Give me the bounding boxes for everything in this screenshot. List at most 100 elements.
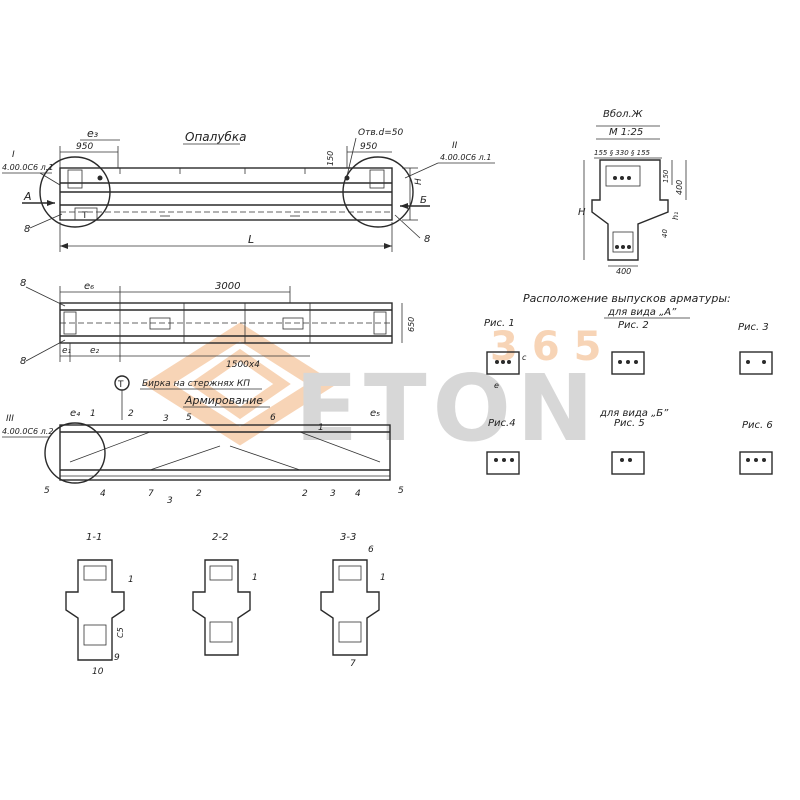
dim-e6: e₆ [84, 281, 94, 292]
section-1-mark-9: 9 [114, 653, 120, 663]
section-1-mark-1: 1 [128, 575, 134, 585]
watermark: 3 6 5 ETON [143, 322, 602, 462]
main-section-scale: М 1:25 [609, 127, 643, 138]
outlets-title: Расположение выпусков арматуры: [523, 292, 731, 305]
plan-inserts [63, 303, 387, 343]
fig-letter-c: c [522, 353, 527, 362]
rebar-mark-1: 1 [318, 423, 324, 433]
hole-label: Отв.d=50 [358, 128, 403, 138]
dim-1500x4: 1500х4 [226, 360, 260, 370]
rebar-mark-3b: 3 [330, 489, 336, 499]
node2-label: II [452, 141, 458, 151]
cut-2-top: 2 [128, 409, 134, 419]
dim-3000: 3000 [215, 281, 240, 292]
main-section-dim-400v: 400 [675, 180, 684, 195]
rebar-mark-3a: 3 [167, 496, 173, 506]
section-1-mark-10: 10 [92, 667, 104, 677]
dim-950-left: 950 [76, 142, 93, 152]
rebar-mark-5b: 5 [398, 486, 404, 496]
formwork-mark-8b: 8 [424, 234, 430, 245]
section-3-mark-6: 6 [368, 545, 374, 555]
dim-e3: e₃ [87, 127, 99, 140]
section-2-mark-1: 1 [252, 573, 258, 583]
main-section-top-dims: 155 § 330 § 155 [594, 149, 651, 157]
main-section-dim-40: 40 [661, 229, 669, 238]
rebar-mark-6: 6 [270, 413, 276, 423]
rebar-mark-4a: 4 [100, 489, 106, 499]
formwork-title: Опалубка [185, 130, 246, 144]
fig-4 [486, 451, 520, 475]
rebar-mark-4b: 4 [355, 489, 361, 499]
fig-5 [611, 451, 645, 475]
fig-2 [611, 351, 645, 375]
rebar-title: Армирование [184, 394, 263, 407]
dim-e5: e₅ [370, 408, 380, 419]
main-section-outline [591, 159, 669, 261]
fig-3 [739, 351, 773, 375]
rebar-mark-5c: 5 [44, 486, 50, 496]
fig-letter-e: e [494, 381, 499, 390]
node1-ref: 4.00.0С6 л.1 [2, 163, 53, 172]
rebar-mark-2b: 2 [302, 489, 308, 499]
dim-650: 650 [407, 317, 416, 332]
dim-length-l: L [248, 233, 254, 246]
view-a-label: A [23, 190, 32, 203]
view-b-label: Б [420, 195, 427, 206]
rebar-mark-5a: 5 [186, 413, 192, 423]
section-3-mark-7: 7 [350, 659, 356, 669]
dim-e4: e₄ [70, 408, 80, 419]
section-3-mark-1: 1 [380, 573, 386, 583]
fig-6 [739, 451, 773, 475]
rebar-tag-note: Бирка на стержнях КП [142, 379, 250, 389]
main-section: Вбол.Ж М 1:25 155 § 330 § 155 H 150 400 … [578, 108, 687, 276]
section-2-title: 2-2 [212, 532, 228, 543]
node2-ref: 4.00.0С6 л.1 [440, 153, 491, 162]
rebar-view: T Бирка на стержнях КП Армирование e₄ e₅… [2, 375, 404, 506]
rebar-mark-2a: 2 [196, 489, 202, 499]
watermark-brand: ETON [295, 355, 600, 462]
fig-3-label: Рис. 3 [738, 322, 769, 333]
watermark-logo-icon [143, 322, 337, 446]
node-circle-1 [39, 156, 111, 228]
dim-e1: e₁ [62, 346, 72, 356]
fig-4-label: Рис.4 [488, 418, 516, 429]
main-section-dim-400h: 400 [616, 267, 631, 276]
dim-950-right: 950 [360, 142, 377, 152]
formwork-view: Опалубка T 950 e₃ 950 Отв.d=50 [2, 127, 495, 252]
main-section-dim-150: 150 [662, 169, 670, 183]
cut-3-top: 3 [163, 414, 169, 424]
dim-h-formwork: H [414, 178, 424, 185]
fig-5-label: Рис. 5 [614, 418, 645, 429]
fig-1 [486, 351, 520, 375]
section-1-dim-c5: C5 [116, 627, 125, 638]
node3-ref: 4.00.0С6 л.2 [2, 427, 53, 436]
plan-mark-8b: 8 [20, 356, 26, 367]
formwork-tag-t: T [81, 211, 88, 221]
dim-e2: e₂ [90, 346, 100, 356]
fig-6-label: Рис. 6 [742, 420, 773, 431]
node-circle-2 [342, 156, 414, 228]
outlets-subtitle-b: для вида „Б” [599, 408, 669, 419]
dim-150-vertical: 150 [326, 151, 335, 166]
section-3-title: 3-3 [340, 532, 356, 543]
cut-1-top: 1 [90, 409, 96, 419]
section-3-3: 3-3 6 1 7 [320, 532, 386, 669]
section-2-2: 2-2 1 [192, 532, 258, 656]
formwork-top-ticks [119, 168, 306, 217]
section-1-1: 1-1 1 C5 9 10 [65, 532, 134, 677]
fig-2-label: Рис. 2 [618, 320, 649, 331]
plan-view: e₆ 3000 e₁ e₂ 1500х4 650 8 8 [20, 278, 416, 370]
node-circle-3 [44, 422, 106, 484]
node1-label: I [12, 150, 15, 160]
node3-label: III [6, 414, 14, 424]
plan-mark-8a: 8 [20, 278, 26, 289]
outlets-block: Расположение выпусков арматуры: для вида… [484, 292, 773, 475]
rebar-mark-7: 7 [148, 489, 154, 499]
main-section-dim-h1: h₁ [671, 212, 680, 220]
main-section-title: Вбол.Ж [603, 108, 644, 120]
section-1-title: 1-1 [86, 532, 102, 543]
rebar-tag-t: T [117, 380, 124, 390]
formwork-mark-8a: 8 [24, 224, 30, 235]
outlets-subtitle-a: для вида „А” [607, 307, 677, 318]
